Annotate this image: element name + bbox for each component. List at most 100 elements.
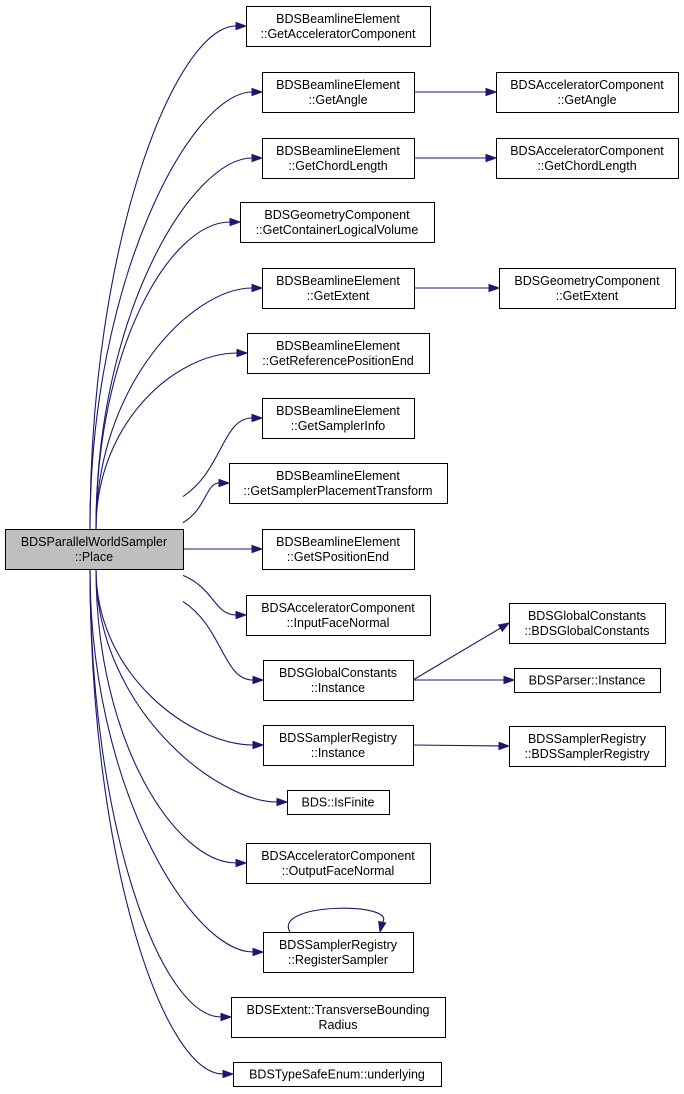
edge-n5-to-n20 xyxy=(414,283,501,293)
node-box xyxy=(246,843,431,884)
arrow-head-icon xyxy=(222,1069,235,1079)
node-label: ::GetChordLength xyxy=(537,159,636,173)
node-box xyxy=(262,138,415,179)
arrow-head-icon xyxy=(229,217,242,227)
arrow-head-icon xyxy=(488,283,501,293)
edge-line xyxy=(95,287,253,530)
node-box xyxy=(229,463,448,504)
node-label: ::GetContainerLogicalVolume xyxy=(256,223,419,237)
node-n17[interactable]: BDSTypeSafeEnum::underlying xyxy=(233,1062,442,1087)
arrow-head-icon xyxy=(276,797,289,807)
edge-root-to-n14 xyxy=(95,568,248,868)
node-n12[interactable]: BDSSamplerRegistry::Instance xyxy=(263,725,414,766)
edge-n15-to-n15 xyxy=(287,907,387,934)
node-n14[interactable]: BDSAcceleratorComponent::OutputFaceNorma… xyxy=(246,843,431,884)
node-n21[interactable]: BDSGlobalConstants::BDSGlobalConstants xyxy=(509,603,666,644)
node-box xyxy=(514,668,661,693)
node-box xyxy=(231,997,446,1038)
edge-n12-to-n23 xyxy=(412,741,511,751)
edge-line xyxy=(412,627,501,681)
edge-line xyxy=(89,25,237,530)
edges xyxy=(89,21,516,1079)
node-n6[interactable]: BDSBeamlineElement::GetReferencePosition… xyxy=(247,333,430,374)
edge-line xyxy=(182,574,237,616)
node-n19[interactable]: BDSAcceleratorComponent::GetChordLength xyxy=(496,138,679,179)
edge-root-to-n1 xyxy=(89,21,248,530)
node-n4[interactable]: BDSGeometryComponent::GetContainerLogica… xyxy=(240,202,435,243)
edge-root-to-n17 xyxy=(89,568,235,1079)
node-n13[interactable]: BDS::IsFinite xyxy=(287,790,390,815)
node-n23[interactable]: BDSSamplerRegistry::BDSSamplerRegistry xyxy=(509,726,666,767)
node-n9[interactable]: BDSBeamlineElement::GetSPositionEnd xyxy=(262,529,415,570)
node-n5[interactable]: BDSBeamlineElement::GetExtent xyxy=(262,268,415,309)
edge-root-to-n12 xyxy=(95,568,265,750)
node-n7[interactable]: BDSBeamlineElement::GetSamplerInfo xyxy=(262,398,415,439)
edge-line xyxy=(182,417,253,498)
edge-line xyxy=(89,568,254,953)
arrow-head-icon xyxy=(503,675,516,685)
node-box xyxy=(262,529,415,570)
node-n15[interactable]: BDSSamplerRegistry::RegisterSampler xyxy=(263,932,414,973)
node-n20[interactable]: BDSGeometryComponent::GetExtent xyxy=(499,268,676,309)
arrow-head-icon xyxy=(218,478,231,488)
node-label: BDSSamplerRegistry xyxy=(528,732,647,746)
arrow-head-icon xyxy=(236,348,249,358)
node-box xyxy=(262,398,415,439)
node-label: ::BDSGlobalConstants xyxy=(524,624,649,638)
edge-line xyxy=(95,568,237,864)
edge-root-to-n2 xyxy=(89,87,264,530)
node-n2[interactable]: BDSBeamlineElement::GetAngle xyxy=(262,72,415,113)
edge-root-to-n6 xyxy=(95,348,249,530)
node-label: ::GetExtent xyxy=(307,289,370,303)
node-label: BDSTypeSafeEnum::underlying xyxy=(249,1068,425,1082)
edge-line xyxy=(95,568,278,803)
edge-root-to-n13 xyxy=(95,568,289,807)
node-n11[interactable]: BDSGlobalConstants::Instance xyxy=(263,660,414,701)
node-label: BDSBeamlineElement xyxy=(276,12,400,26)
node-n8[interactable]: BDSBeamlineElement::GetSamplerPlacementT… xyxy=(229,463,448,504)
node-box xyxy=(263,932,414,973)
node-n3[interactable]: BDSBeamlineElement::GetChordLength xyxy=(262,138,415,179)
node-n22[interactable]: BDSParser::Instance xyxy=(514,668,661,693)
node-box xyxy=(247,333,430,374)
arrow-head-icon xyxy=(251,413,264,423)
node-label: BDSBeamlineElement xyxy=(276,404,400,418)
node-label: BDSParser::Instance xyxy=(529,674,646,688)
arrow-head-icon xyxy=(251,283,264,293)
edge-root-to-n4 xyxy=(95,217,242,530)
arrow-head-icon xyxy=(252,740,265,750)
node-label: BDSBeamlineElement xyxy=(276,78,400,92)
node-label: BDSBeamlineElement xyxy=(276,535,400,549)
arrow-head-icon xyxy=(378,920,387,934)
node-box xyxy=(262,72,415,113)
edge-root-to-n10 xyxy=(182,574,248,620)
node-box xyxy=(233,1062,442,1087)
node-n18[interactable]: BDSAcceleratorComponent::GetAngle xyxy=(496,72,679,113)
node-label: BDSAcceleratorComponent xyxy=(261,601,415,615)
edge-root-to-n8 xyxy=(182,478,231,524)
node-label: BDSSamplerRegistry xyxy=(279,731,398,745)
arrow-head-icon xyxy=(220,1012,233,1022)
node-box xyxy=(509,603,666,644)
node-label: ::OutputFaceNormal xyxy=(282,864,395,878)
node-label: BDSBeamlineElement xyxy=(276,144,400,158)
node-n10[interactable]: BDSAcceleratorComponent::InputFaceNormal xyxy=(246,595,431,636)
edge-line xyxy=(95,157,253,530)
arrow-head-icon xyxy=(497,622,511,633)
node-label: BDSAcceleratorComponent xyxy=(510,78,664,92)
nodes: BDSParallelWorldSampler::PlaceBDSBeamlin… xyxy=(5,6,679,1087)
node-label: Radius xyxy=(319,1018,358,1032)
edge-n2-to-n18 xyxy=(414,87,498,97)
arrow-head-icon xyxy=(235,858,248,868)
edge-line xyxy=(89,568,222,1018)
node-label: ::GetAngle xyxy=(557,93,616,107)
node-label: BDSGeometryComponent xyxy=(514,274,660,288)
edge-line xyxy=(182,600,254,681)
edge-line xyxy=(95,352,238,530)
node-n1[interactable]: BDSBeamlineElement::GetAcceleratorCompon… xyxy=(246,6,431,47)
arrow-head-icon xyxy=(498,741,511,751)
arrow-head-icon xyxy=(251,544,264,554)
edge-line xyxy=(95,221,231,530)
